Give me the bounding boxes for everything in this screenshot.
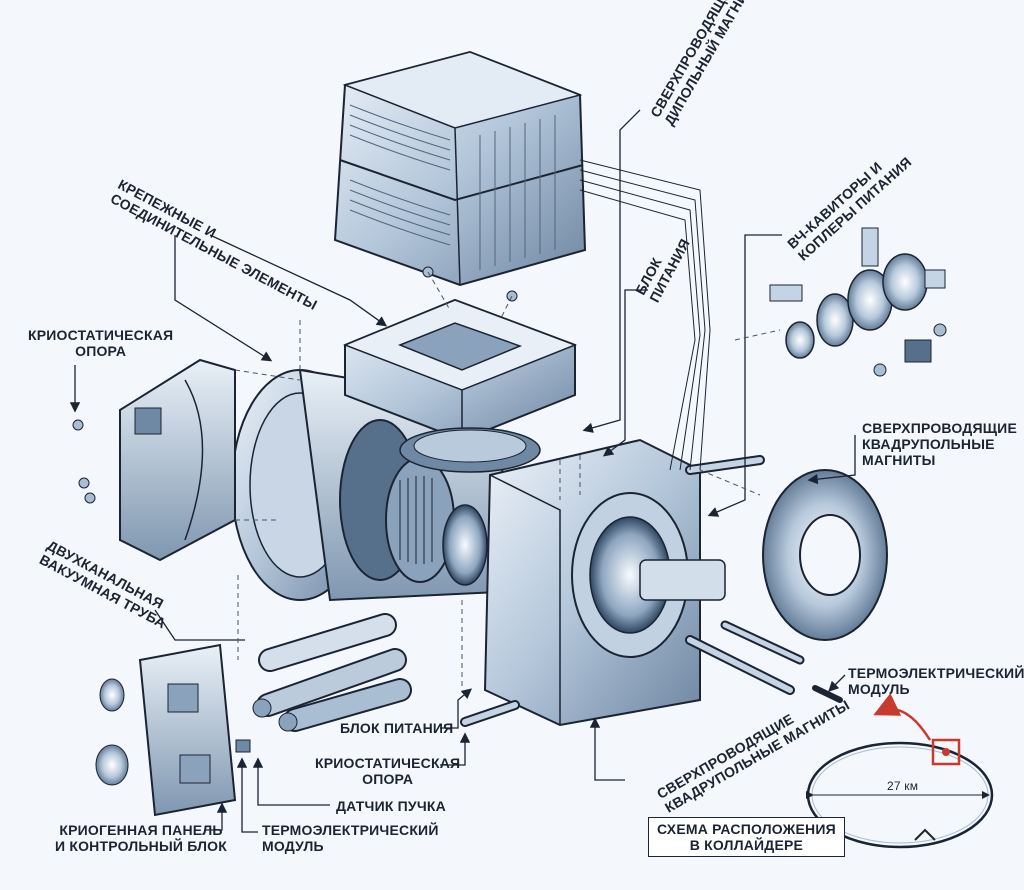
pipe-bundle [579, 159, 711, 471]
collider-ring [806, 693, 994, 849]
cryo-panel [95, 643, 251, 817]
rf-cavities [769, 227, 947, 377]
main-housing [231, 298, 843, 727]
label-ring-diameter: 27 км [887, 779, 919, 793]
label-power-unit-bottom: БЛОК ПИТАНИЯ [340, 720, 454, 736]
assembly-dashes [234, 271, 781, 690]
dipole-magnet [333, 50, 587, 302]
vacuum-tubes [252, 613, 412, 732]
leader-lines [69, 109, 856, 833]
label-beam-sensor: ДАТЧИК ПУЧКА [336, 798, 446, 814]
quadrupole-disk [762, 469, 888, 641]
cryostatic-shell [72, 358, 236, 562]
